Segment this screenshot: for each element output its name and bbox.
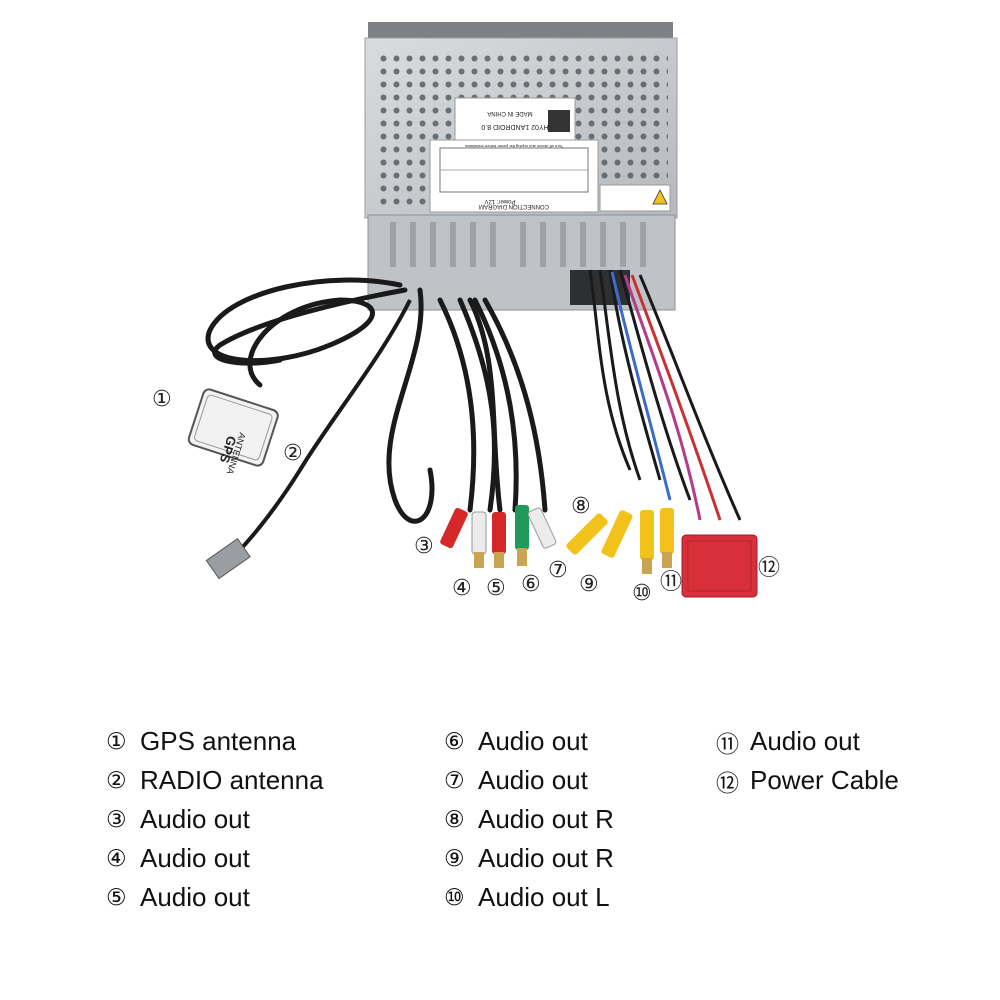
marker-10: ⑩: [632, 581, 652, 606]
marker-8: ⑧: [571, 494, 591, 519]
marker-11: ⑪: [660, 570, 683, 595]
legend-number: ⑧: [444, 806, 465, 833]
marker-1: ①: [152, 387, 172, 412]
legend-label: GPS antenna: [140, 726, 297, 756]
radio-antenna-plug: [205, 538, 251, 580]
legend-label: Audio out R: [478, 843, 614, 873]
legend-label: Audio out: [140, 843, 250, 873]
legend-label: Audio out R: [478, 804, 614, 834]
rca-plug-9: [601, 510, 633, 558]
legend-item: ⑤ Audio out: [106, 878, 324, 917]
legend-label: Audio out: [140, 804, 250, 834]
legend-label: Audio out L: [478, 882, 610, 912]
rca-plug-7: [527, 507, 557, 549]
warning-sticker: [599, 184, 671, 212]
rca-cable-bundle: [386, 287, 548, 524]
legend-column-3: ⑪ Audio out ⑫ Power Cable: [716, 722, 899, 800]
gps-module: [187, 388, 279, 467]
marker-6: ⑥: [521, 572, 541, 597]
legend-number: ②: [106, 767, 127, 794]
gps-antenna-cable: [205, 277, 408, 388]
legend-item: ⑧ Audio out R: [444, 800, 614, 839]
legend-number: ①: [106, 728, 127, 755]
rca-plug-5: [492, 512, 506, 568]
legend-label: Audio out: [140, 882, 250, 912]
rca-plug-4: [471, 511, 487, 568]
power-connector: [681, 534, 758, 598]
legend-item: ⑥ Audio out: [444, 722, 614, 761]
legend-item: ⑫ Power Cable: [716, 761, 899, 800]
connection-diagram-sticker: [429, 139, 599, 213]
legend-number: ⑪: [716, 731, 739, 758]
legend-number: ⑥: [444, 728, 465, 755]
marker-12: ⑫: [758, 556, 781, 581]
legend-number: ⑤: [106, 884, 127, 911]
rca-plug-10: [640, 510, 654, 574]
legend-item: ③ Audio out: [106, 800, 324, 839]
unit-sticker-top: [454, 97, 576, 141]
marker-2: ②: [283, 441, 303, 466]
legend-number: ⑨: [444, 845, 465, 872]
rca-plug-3: [440, 507, 468, 549]
rca-plug-11: [660, 508, 674, 568]
product-photo: GPS: [187, 22, 758, 598]
legend-label: Audio out: [478, 765, 588, 795]
legend-label: Power Cable: [750, 765, 899, 795]
marker-5: ⑤: [486, 576, 506, 601]
marker-4: ④: [452, 576, 472, 601]
legend-number: ③: [106, 806, 127, 833]
legend-column-1: ① GPS antenna ② RADIO antenna ③ Audio out ④…: [106, 722, 324, 917]
power-harness-wires: [588, 269, 742, 521]
legend-item: ② RADIO antenna: [106, 761, 324, 800]
legend-item: ⑪ Audio out: [716, 722, 899, 761]
legend-number: ⑫: [716, 770, 739, 797]
legend: ① GPS antenna ② RADIO antenna ③ Audio out ④…: [0, 722, 1000, 942]
legend-item: ⑦ Audio out: [444, 761, 614, 800]
legend-item: ① GPS antenna: [106, 722, 324, 761]
legend-label: Audio out: [750, 726, 860, 756]
legend-number: ④: [106, 845, 127, 872]
legend-item: ⑨ Audio out R: [444, 839, 614, 878]
marker-3: ③: [414, 534, 434, 559]
radio-antenna-cable: [233, 299, 412, 557]
marker-7: ⑦: [548, 558, 568, 583]
legend-label: RADIO antenna: [140, 765, 324, 795]
rca-plug-6: [515, 505, 529, 566]
legend-number: ⑦: [444, 767, 465, 794]
legend-column-2: ⑥ Audio out ⑦ Audio out ⑧ Audio out R ⑨ Audi…: [444, 722, 614, 917]
legend-item: ④ Audio out: [106, 839, 324, 878]
legend-number: ⑩: [444, 884, 465, 911]
legend-label: Audio out: [478, 726, 588, 756]
rca-plug-8: [566, 513, 608, 555]
legend-item: ⑩ Audio out L: [444, 878, 614, 917]
marker-9: ⑨: [579, 572, 599, 597]
